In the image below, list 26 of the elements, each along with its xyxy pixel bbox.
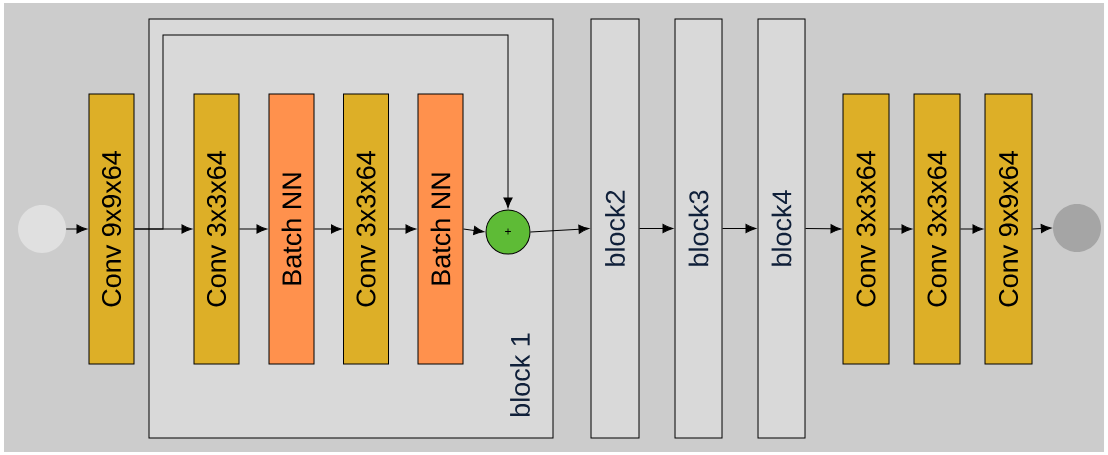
arrow	[960, 224, 984, 234]
block-box: block3	[674, 18, 723, 439]
arrow	[722, 223, 757, 234]
conv-layer-box: Conv 3x3x64	[193, 93, 240, 365]
arrow	[388, 224, 417, 234]
arrow	[239, 224, 268, 234]
batch-norm-box: Batch NN	[268, 93, 315, 365]
conv-layer-box: Conv 9x9x64	[88, 93, 135, 365]
block-box: block4	[757, 18, 806, 439]
arrow	[530, 224, 590, 234]
arrow	[463, 225, 485, 235]
arrow	[65, 224, 88, 234]
batch-norm-box: Batch NN	[417, 93, 464, 365]
conv-layer-box: Conv 9x9x64	[984, 93, 1033, 365]
arrow	[134, 34, 513, 230]
arrow	[314, 224, 342, 234]
arrow	[889, 224, 913, 234]
output-circle	[1053, 204, 1101, 252]
conv-layer-box: Conv 3x3x64	[343, 93, 389, 365]
arrow	[639, 223, 674, 234]
arrow	[805, 224, 842, 234]
conv-layer-box: Conv 3x3x64	[913, 93, 961, 365]
block-box: block2	[590, 18, 640, 439]
input-circle	[18, 205, 66, 253]
conv-layer-box: Conv 3x3x64	[842, 93, 890, 365]
arrow	[1032, 224, 1052, 234]
